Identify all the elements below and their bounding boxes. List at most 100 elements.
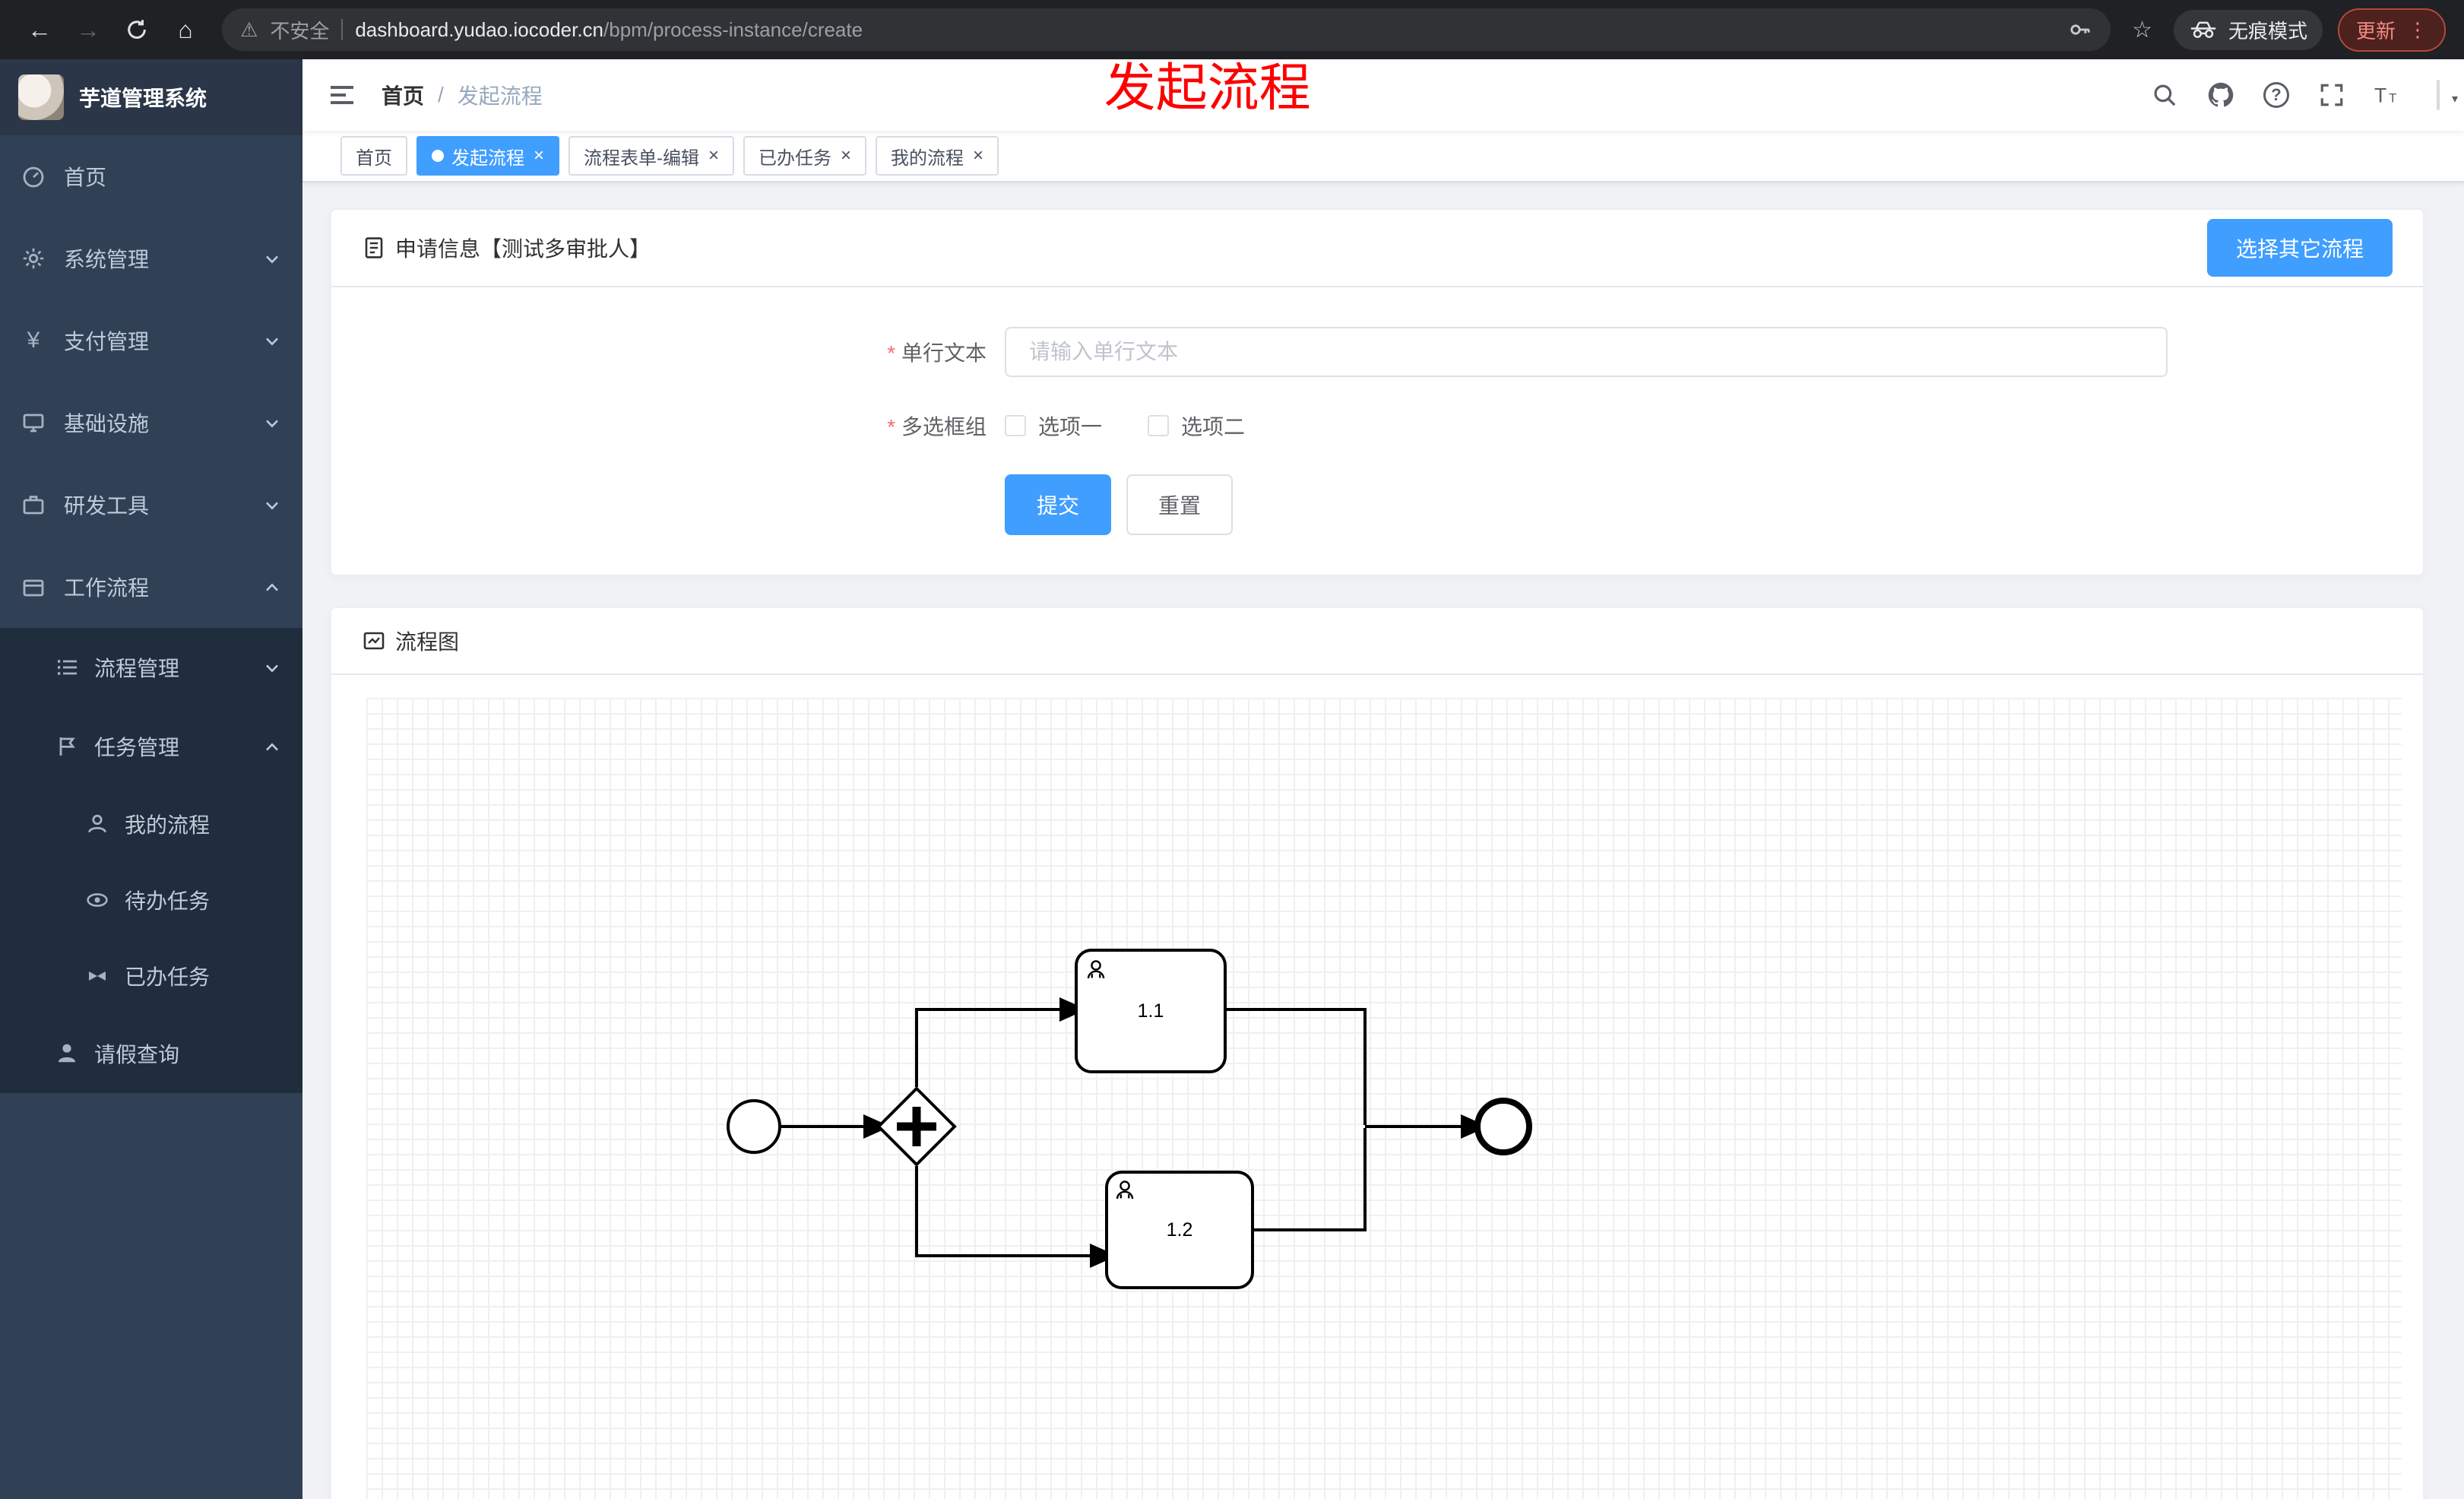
update-button[interactable]: 更新 ⋮ xyxy=(2337,8,2446,52)
tab-home[interactable]: 首页 xyxy=(340,136,407,176)
sidebar-item-label: 工作流程 xyxy=(64,576,150,600)
workflow-submenu: 流程管理 任务管理 我的流程 待办任务 已 xyxy=(0,628,302,1093)
svg-text:T: T xyxy=(2374,84,2386,106)
briefcase-icon xyxy=(21,493,46,517)
tab-start-process[interactable]: 发起流程 × xyxy=(416,136,560,176)
incognito-icon xyxy=(2189,21,2218,39)
sidebar-item-label: 任务管理 xyxy=(94,736,180,759)
tab-close-icon[interactable]: × xyxy=(973,145,984,166)
back-button[interactable]: ← xyxy=(27,15,52,43)
sidebar-item-label: 我的流程 xyxy=(125,813,211,837)
app-title: 芋道管理系统 xyxy=(79,87,207,110)
tab-close-icon[interactable]: × xyxy=(841,145,852,166)
logo-row[interactable]: 芋道管理系统 xyxy=(0,59,302,135)
sidebar-item-system[interactable]: 系统管理 xyxy=(0,217,302,299)
browser-nav-buttons: ← → ⌂ xyxy=(18,8,207,51)
help-icon[interactable]: ? xyxy=(2263,82,2289,108)
chevron-up-icon xyxy=(263,737,281,756)
single-line-text-input[interactable] xyxy=(1005,327,2168,377)
chevron-down-icon xyxy=(263,496,281,514)
required-asterisk: * xyxy=(887,341,895,365)
person-icon xyxy=(55,1041,79,1066)
sidebar-item-home[interactable]: 首页 xyxy=(0,135,302,217)
fullscreen-icon[interactable] xyxy=(2318,81,2345,109)
active-tab-dot xyxy=(432,150,444,162)
flow-task2-to-merge xyxy=(1253,1128,1367,1231)
submit-button[interactable]: 提交 xyxy=(1005,474,1112,535)
user-task-icon xyxy=(1087,960,1105,979)
user-task-1-2[interactable]: 1.2 xyxy=(1105,1171,1254,1289)
tab-process-form-edit[interactable]: 流程表单-编辑 × xyxy=(568,136,735,176)
user-menu[interactable]: ▾ xyxy=(2437,79,2458,110)
security-label: 不安全 xyxy=(270,19,330,43)
chevron-down-icon xyxy=(263,331,281,350)
diagram-body: 1.1 1.2 xyxy=(331,675,2423,1499)
breadcrumb-home[interactable]: 首页 xyxy=(382,84,425,108)
sidebar-item-done-tasks[interactable]: 已办任务 xyxy=(0,938,302,1014)
home-button[interactable]: ⌂ xyxy=(178,15,193,43)
github-icon[interactable] xyxy=(2207,81,2234,109)
omnibox-divider xyxy=(341,19,344,40)
form-actions: 提交 重置 xyxy=(1005,474,2423,535)
tab-label: 流程表单-编辑 xyxy=(584,147,700,169)
sidebar-item-infra[interactable]: 基础设施 xyxy=(0,382,302,464)
tab-label: 已办任务 xyxy=(759,147,832,169)
user-task-1-1[interactable]: 1.1 xyxy=(1075,949,1227,1073)
start-event[interactable] xyxy=(727,1099,781,1154)
refresh-icon xyxy=(125,18,148,41)
process-diagram-card: 流程图 xyxy=(330,607,2424,1499)
field-label: *单行文本 xyxy=(887,341,987,365)
required-asterisk: * xyxy=(887,415,895,439)
select-other-process-button[interactable]: 选择其它流程 xyxy=(2206,219,2393,277)
checkbox-option-2[interactable]: 选项二 xyxy=(1148,410,1245,441)
address-bar[interactable]: ⚠ 不安全 dashboard.yudao.iocoder.cn/bpm/pro… xyxy=(222,8,2111,51)
tab-label: 首页 xyxy=(356,147,392,169)
forward-button[interactable]: → xyxy=(76,15,100,43)
reset-button[interactable]: 重置 xyxy=(1126,474,1234,535)
done-tasks-icon xyxy=(85,964,109,988)
bpmn-canvas[interactable]: 1.1 1.2 xyxy=(366,698,2402,1499)
chevron-up-icon xyxy=(263,578,281,596)
sidebar-item-todo-tasks[interactable]: 待办任务 xyxy=(0,862,302,938)
checkbox-box[interactable] xyxy=(1005,415,1026,436)
form-row-checkbox-group: *多选框组 选项一 选项二 xyxy=(331,410,2423,441)
tab-done-tasks[interactable]: 已办任务 × xyxy=(743,136,867,176)
tab-close-icon[interactable]: × xyxy=(708,145,720,166)
sidebar-item-task-mgmt[interactable]: 任务管理 xyxy=(0,707,302,786)
sidebar-item-devtools[interactable]: 研发工具 xyxy=(0,464,302,546)
document-icon xyxy=(362,236,386,260)
gear-icon xyxy=(21,246,46,271)
dashboard-icon xyxy=(21,164,46,189)
key-icon[interactable] xyxy=(2068,17,2092,42)
browser-menu-icon[interactable]: ⋮ xyxy=(2408,17,2428,41)
flow-gateway-to-task1 xyxy=(915,997,1087,1087)
sidebar-item-label: 已办任务 xyxy=(125,965,211,989)
tab-my-process[interactable]: 我的流程 × xyxy=(876,136,999,176)
checkbox-label: 选项一 xyxy=(1038,415,1103,439)
chevron-down-icon xyxy=(263,658,281,677)
collapse-sidebar-icon[interactable] xyxy=(327,80,357,110)
end-event[interactable] xyxy=(1474,1098,1532,1155)
sidebar-item-label: 流程管理 xyxy=(94,657,180,680)
sidebar-item-workflow[interactable]: 工作流程 xyxy=(0,546,302,628)
incognito-label: 无痕模式 xyxy=(2228,19,2307,43)
avatar[interactable] xyxy=(2437,79,2440,110)
refresh-button[interactable] xyxy=(116,8,158,51)
tab-close-icon[interactable]: × xyxy=(534,145,545,166)
sidebar-item-process-mgmt[interactable]: 流程管理 xyxy=(0,628,302,707)
checkbox-box[interactable] xyxy=(1148,415,1170,436)
eye-icon xyxy=(85,888,109,912)
field-label: *多选框组 xyxy=(887,415,987,439)
sidebar-item-payment[interactable]: ¥ 支付管理 xyxy=(0,299,302,382)
sidebar-item-leave-query[interactable]: 请假查询 xyxy=(0,1014,302,1093)
search-icon[interactable] xyxy=(2151,81,2178,109)
apply-form: *单行文本 *多选框组 选项一 xyxy=(331,287,2423,575)
bookmark-star-icon[interactable]: ☆ xyxy=(2132,17,2152,43)
sidebar-item-my-process[interactable]: 我的流程 xyxy=(0,786,302,862)
sidebar-item-label: 待办任务 xyxy=(125,889,211,913)
parallel-gateway[interactable] xyxy=(876,1086,957,1167)
checkbox-option-1[interactable]: 选项一 xyxy=(1005,410,1102,441)
